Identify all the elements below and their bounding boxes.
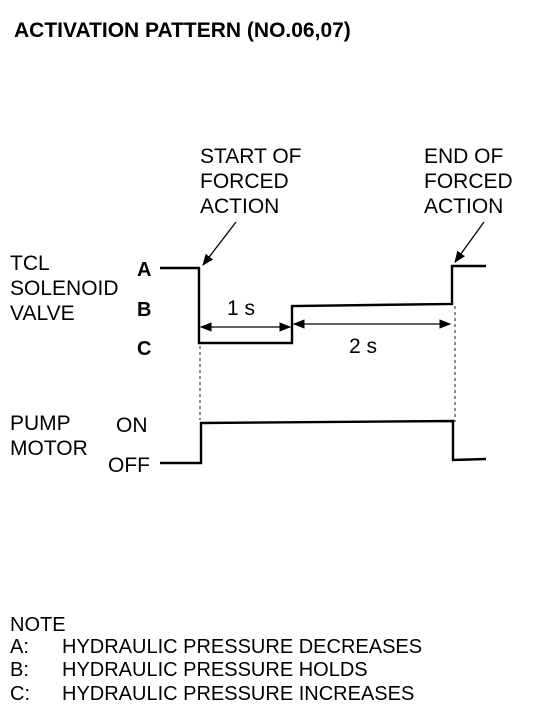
duration-2-label: 2 s [349, 335, 377, 358]
note-text-b: HYDRAULIC PRESSURE HOLDS [62, 659, 368, 681]
note-key-a: A: [10, 636, 29, 658]
note-key-c: C: [10, 683, 30, 705]
svg-text:TCL: TCL [10, 252, 50, 275]
diagram-title: ACTIVATION PATTERN (NO.06,07) [14, 19, 351, 42]
start-pointer-arrow [202, 221, 237, 266]
svg-text:END OF: END OF [424, 145, 503, 168]
pump-off-label: OFF [108, 454, 150, 477]
note-text-c: HYDRAULIC PRESSURE INCREASES [62, 683, 414, 705]
end-pointer-arrow [454, 221, 485, 263]
svg-text:MOTOR: MOTOR [10, 437, 88, 460]
end-of-forced-action-label: END OF FORCED ACTION [424, 145, 513, 218]
svg-text:FORCED: FORCED [424, 170, 513, 193]
solenoid-valve-trace [160, 264, 486, 345]
duration-1-label: 1 s [227, 297, 255, 320]
level-a-label: A [137, 259, 151, 281]
level-c-label: C [137, 338, 151, 360]
svg-text:FORCED: FORCED [200, 170, 289, 193]
note-block: NOTE A: HYDRAULIC PRESSURE DECREASES B: … [10, 614, 422, 705]
svg-text:VALVE: VALVE [10, 302, 75, 325]
svg-text:ACTION: ACTION [200, 195, 279, 218]
note-heading: NOTE [10, 614, 66, 636]
pump-motor-trace [160, 419, 487, 465]
tcl-solenoid-valve-label: TCL SOLENOID VALVE [10, 252, 119, 325]
note-text-a: HYDRAULIC PRESSURE DECREASES [62, 636, 422, 658]
svg-text:ACTION: ACTION [424, 195, 503, 218]
svg-text:PUMP: PUMP [10, 412, 71, 435]
start-of-forced-action-label: START OF FORCED ACTION [200, 145, 302, 218]
svg-text:START OF: START OF [200, 145, 302, 168]
pump-on-label: ON [116, 414, 148, 437]
note-key-b: B: [10, 659, 29, 681]
pump-motor-label: PUMP MOTOR [10, 412, 88, 460]
level-b-label: B [137, 299, 151, 321]
svg-text:SOLENOID: SOLENOID [10, 277, 119, 300]
